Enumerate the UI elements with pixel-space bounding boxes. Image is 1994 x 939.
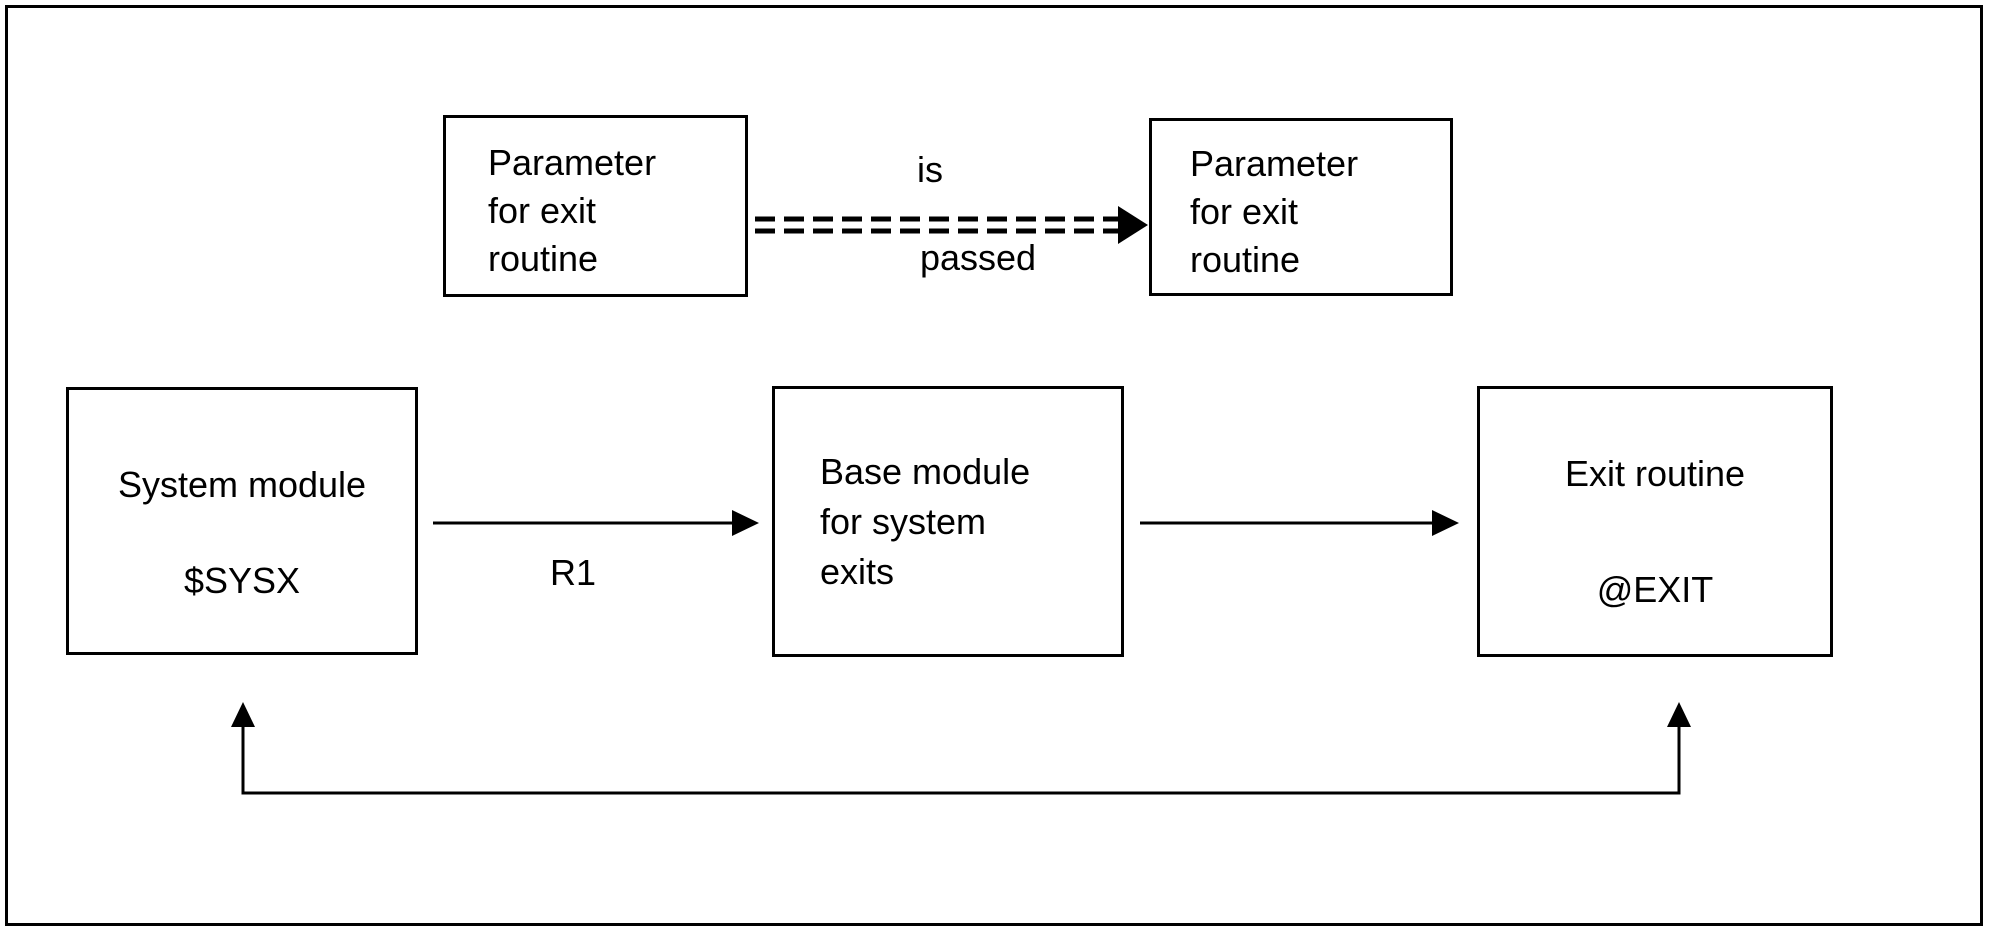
node-line: routine	[488, 238, 599, 279]
label-is: is	[917, 149, 943, 190]
node-title: System module	[117, 464, 367, 505]
node-line: exits	[820, 550, 895, 592]
diagram-frame	[5, 5, 1983, 926]
node-line: for exit	[488, 190, 597, 231]
node-system-module: System module $SYSX	[66, 387, 418, 655]
node-exit-routine: Exit routine @EXIT	[1477, 386, 1833, 657]
label-register-r1: R1	[549, 552, 597, 593]
node-line: Parameter	[1190, 143, 1359, 184]
label-passed: passed	[919, 237, 1037, 278]
node-line: for exit	[1190, 191, 1299, 232]
node-line: Parameter	[488, 142, 657, 183]
node-base-module: Base module for system exits	[772, 386, 1124, 657]
node-line: routine	[1190, 239, 1301, 280]
node-line: for system	[820, 500, 987, 542]
node-title: Exit routine	[1564, 452, 1746, 494]
node-line: Base module	[820, 450, 1031, 492]
node-parameter-destination: Parameter for exit routine	[1149, 118, 1453, 296]
node-parameter-source: Parameter for exit routine	[443, 115, 748, 297]
node-subtitle: $SYSX	[183, 560, 301, 601]
node-subtitle: @EXIT	[1596, 568, 1714, 610]
